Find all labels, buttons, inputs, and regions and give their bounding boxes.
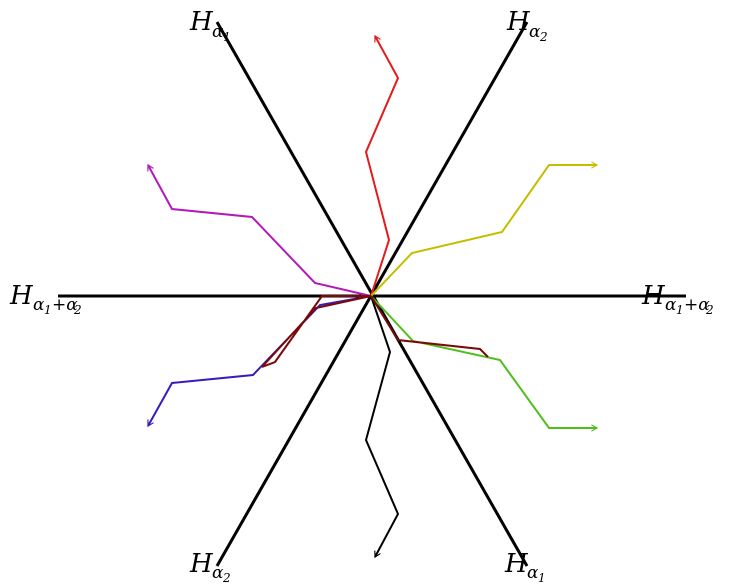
svg-text:+α: +α [52, 295, 78, 315]
svg-text:α: α [33, 295, 45, 315]
svg-text:H: H [506, 7, 531, 37]
svg-text:1: 1 [44, 303, 52, 317]
svg-text:2: 2 [705, 303, 714, 317]
svg-text:1: 1 [538, 571, 546, 584]
svg-text:H: H [641, 281, 666, 311]
darkred-path-2 [261, 295, 372, 368]
paths [147, 35, 599, 558]
olive-path [370, 161, 599, 297]
red-path [364, 35, 400, 297]
svg-text:α: α [665, 295, 677, 315]
svg-text:α: α [527, 563, 539, 583]
svg-text:α: α [529, 22, 541, 42]
label-h-alpha1-plus-alpha2-right: H α 1 +α 2 [641, 281, 714, 317]
blue-path [147, 295, 372, 427]
label-h-alpha2-bottom: H α 2 [189, 549, 231, 584]
svg-text:H: H [504, 549, 529, 579]
green-path [370, 295, 599, 432]
svg-text:2: 2 [539, 30, 548, 44]
darkred-path-1 [370, 295, 489, 358]
svg-text:H: H [9, 281, 34, 311]
label-h-alpha2-top: H α 2 [506, 7, 548, 44]
svg-text:+α: +α [684, 295, 710, 315]
label-h-alpha1-bottom: H α 1 [504, 549, 546, 584]
svg-text:H: H [189, 7, 214, 37]
svg-text:1: 1 [676, 303, 684, 317]
svg-text:2: 2 [222, 571, 231, 584]
svg-text:α: α [212, 563, 224, 583]
label-h-alpha1-top: H α 1 [189, 7, 231, 44]
label-h-alpha1-plus-alpha2-left: H α 1 +α 2 [9, 281, 82, 317]
black-path [364, 295, 400, 558]
svg-text:α: α [212, 22, 224, 42]
hyperplane-labels: H α 1 H α 2 H α 1 +α 2 H α 1 +α 2 H α 2 [9, 7, 714, 584]
magenta-path [147, 164, 372, 297]
svg-text:2: 2 [73, 303, 82, 317]
svg-text:1: 1 [223, 30, 231, 44]
svg-text:H: H [189, 549, 214, 579]
